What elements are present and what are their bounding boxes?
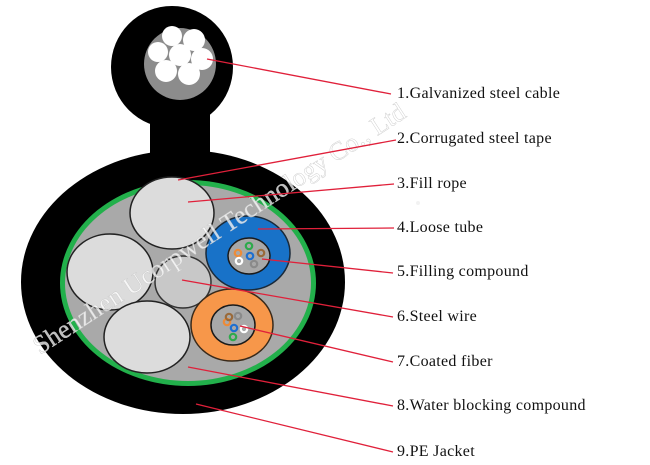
leader-line-8: [187, 366, 394, 407]
steel-strand: [155, 60, 177, 82]
galvanized-steel-strands: [148, 26, 213, 85]
fill-rope: [129, 176, 215, 250]
label-galvanized-steel-cable: 1.Galvanized steel cable: [397, 85, 561, 102]
coated-fiber: [229, 323, 239, 333]
fill-rope: [103, 300, 191, 374]
leader-line-1: [206, 58, 392, 95]
label-coated-fiber: 7.Coated fiber: [397, 353, 493, 370]
steel-strand: [183, 29, 205, 51]
leader-line-9: [195, 403, 394, 453]
leader-line-3: [187, 183, 395, 203]
messenger-wire-unit: [111, 6, 233, 170]
label-fill-rope: 3.Fill rope: [397, 175, 467, 192]
label-pe-jacket: 9.PE Jacket: [397, 443, 475, 460]
coated-fiber: [233, 248, 243, 258]
decorative-dot: [416, 201, 420, 205]
loose-tube-blue: [205, 215, 291, 291]
label-corrugated-steel-tape: 2.Corrugated steel tape: [397, 130, 552, 147]
leader-line-5: [261, 258, 394, 274]
leader-lines: [177, 58, 397, 453]
label-filling-compound: 5.Filling compound: [397, 263, 529, 280]
loose-tube-orange: [190, 288, 274, 362]
coated-fibers: [233, 241, 266, 269]
leader-line-7: [239, 325, 394, 363]
leader-line-4: [257, 227, 395, 230]
steel-strand: [148, 42, 168, 62]
coated-fiber: [224, 312, 234, 322]
coated-fiber: [228, 332, 238, 342]
label-steel-wire: 6.Steel wire: [397, 308, 478, 325]
coated-fiber: [249, 259, 259, 269]
coated-fibers: [222, 311, 249, 342]
steel-strand: [191, 48, 213, 70]
main-cable-unit: [21, 150, 345, 414]
leader-line-6: [181, 279, 394, 318]
label-loose-tube: 4.Loose tube: [397, 219, 484, 236]
steel-strand: [178, 63, 200, 85]
steel-strand: [169, 44, 191, 66]
coated-fiber: [233, 311, 243, 321]
coated-fiber: [244, 241, 254, 251]
coated-fiber: [234, 256, 244, 266]
coated-fiber: [239, 324, 249, 334]
coated-fiber: [245, 251, 255, 261]
steel-wire: [154, 255, 212, 309]
fill-rope: [66, 233, 154, 311]
label-water-blocking-compound: 8.Water blocking compound: [397, 397, 586, 414]
coated-fiber: [256, 248, 266, 258]
steel-strand: [162, 26, 182, 46]
leader-line-2: [177, 139, 397, 181]
